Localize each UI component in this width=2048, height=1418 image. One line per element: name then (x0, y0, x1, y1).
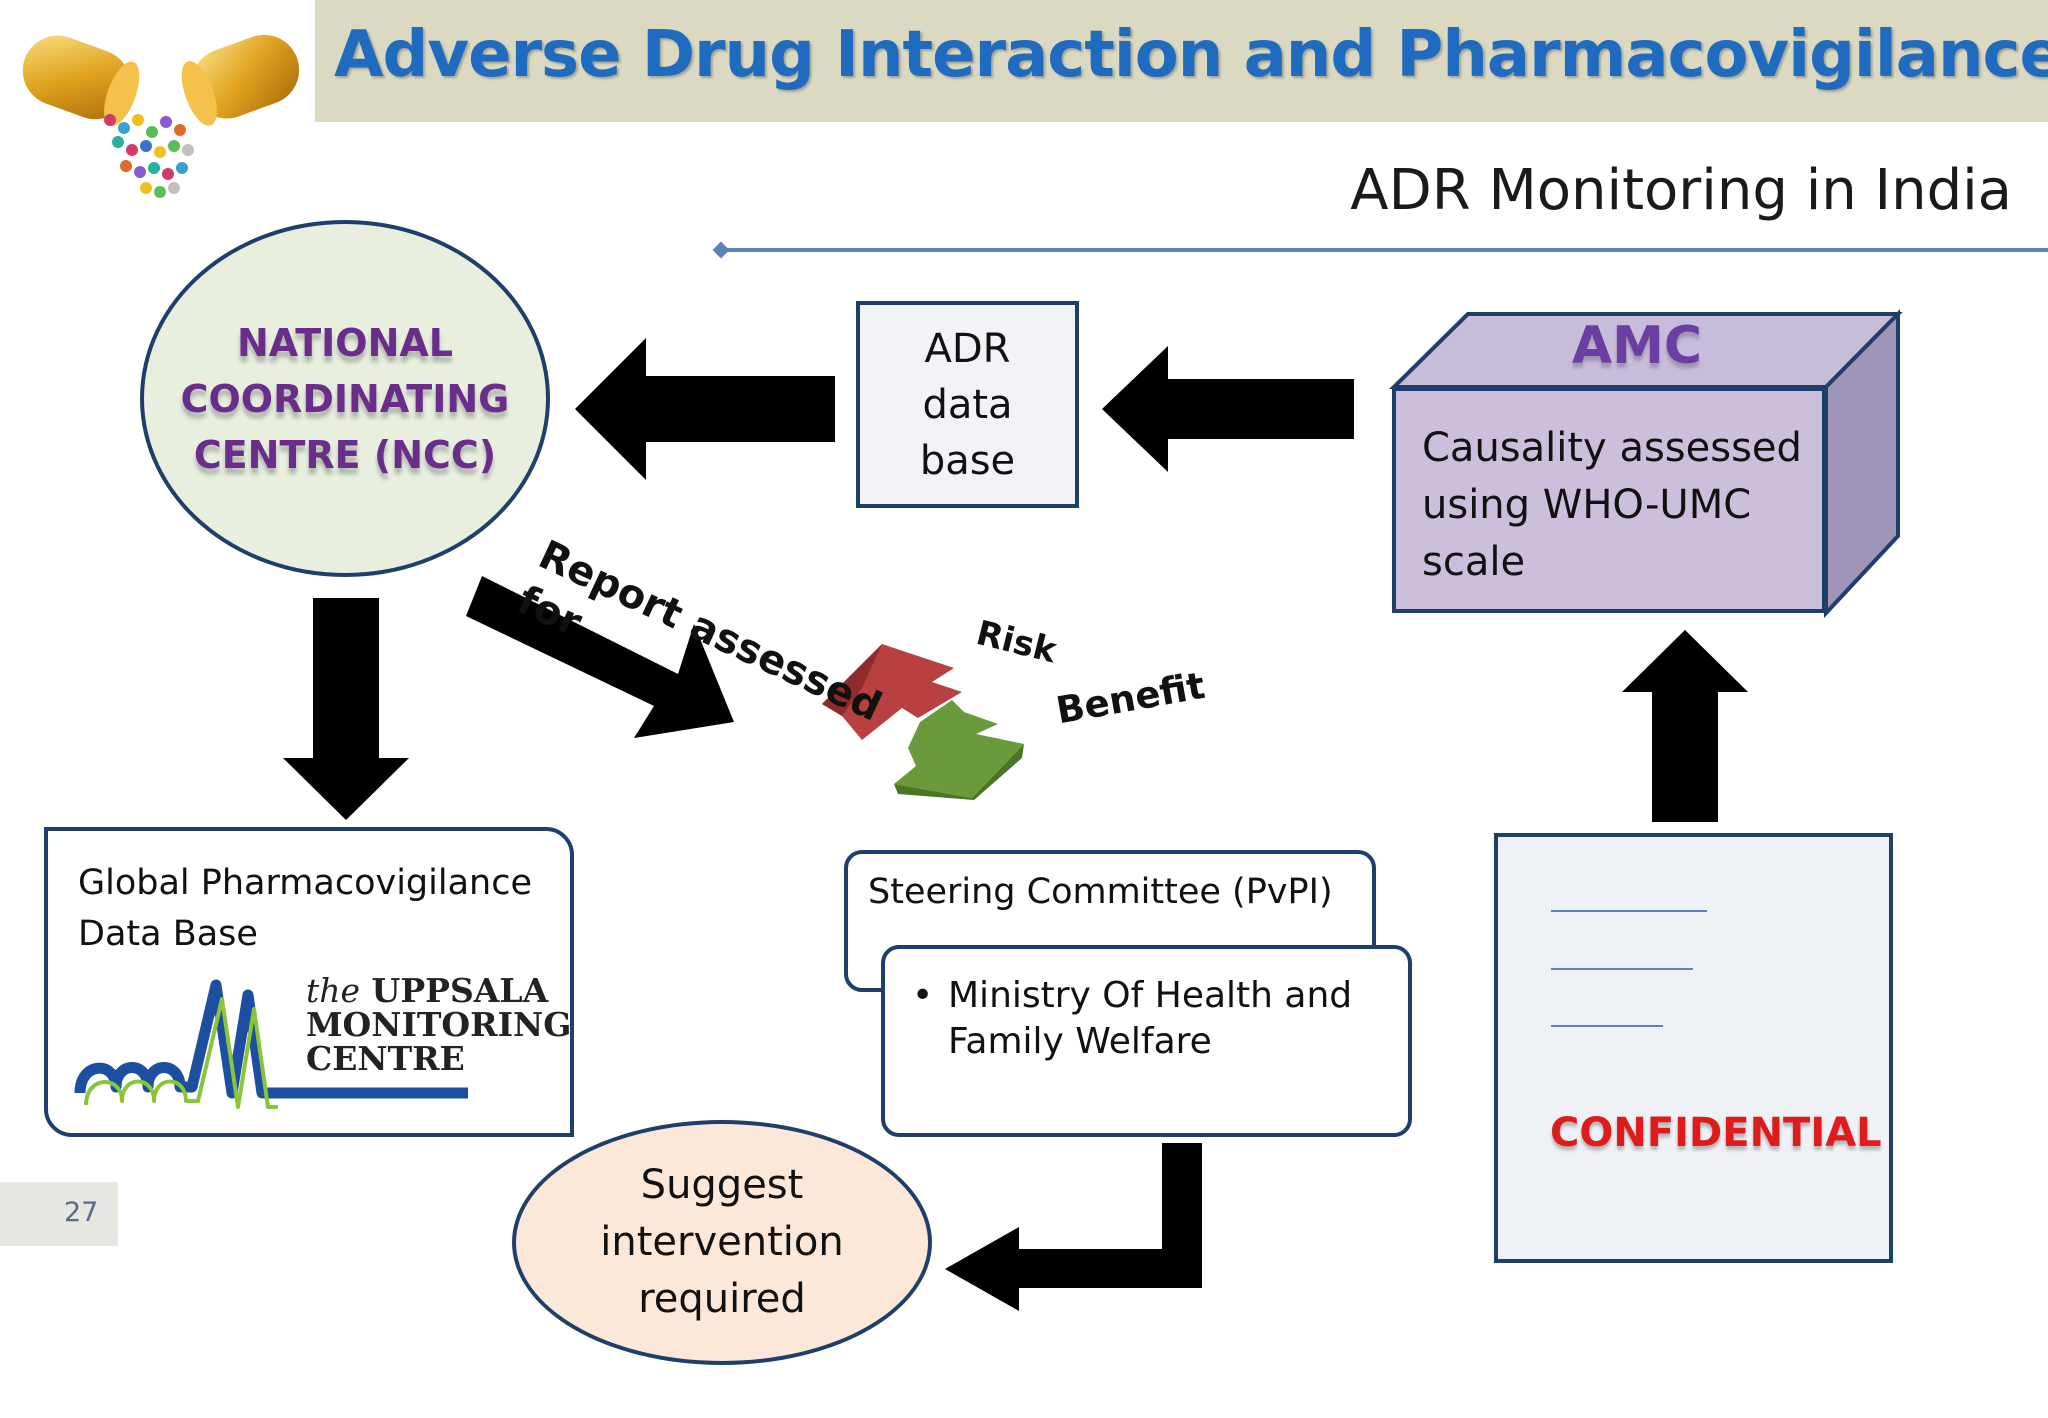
arrow-ministry-to-suggest (945, 1143, 1202, 1311)
global-database-node (44, 827, 574, 1137)
suggest-intervention-label: Suggest intervention required (600, 1162, 844, 1322)
confidential-document (1494, 833, 1893, 1263)
arrow-ncc-to-global (283, 598, 409, 820)
slide-subtitle: ADR Monitoring in India (1350, 158, 2012, 223)
document-line (1551, 968, 1693, 970)
amc-box-3d (1389, 309, 1903, 619)
ministry-node (881, 945, 1412, 1137)
amc-description: Causality assessed using WHO-UMC scale (1422, 425, 1802, 585)
uppsala-logo-icon (74, 979, 468, 1109)
suggest-intervention-node: Suggest intervention required (512, 1120, 932, 1365)
divider-dot (712, 241, 730, 259)
uppsala-logo-text: the UPPSALA MONITORING CENTRE (306, 974, 571, 1076)
arrow-doc-to-amc (1622, 630, 1748, 822)
subtitle-divider (720, 248, 2048, 252)
risk-label: Risk (972, 613, 1061, 672)
benefit-down-arrow-icon (894, 700, 1024, 800)
ncc-node: NATIONAL COORDINATING CENTRE (NCC) (140, 220, 550, 577)
amc-front-face (1392, 387, 1826, 613)
slide-title: Adverse Drug Interaction and Pharmacovig… (334, 18, 2048, 92)
adr-database-label: ADR data base (919, 325, 1016, 484)
confidential-label: CONFIDENTIAL (1550, 1110, 1882, 1156)
page-number: 27 (64, 1197, 99, 1228)
uppsala-line1: UPPSALA (371, 971, 549, 1010)
steering-committee-label: Steering Committee (PvPI) (868, 872, 1333, 912)
arrow-amc-to-adr (1102, 346, 1354, 472)
uppsala-the: the (306, 971, 361, 1010)
risk-up-arrow-icon (822, 644, 962, 740)
adr-database-node: ADR data base (856, 301, 1079, 508)
document-line (1551, 1025, 1663, 1027)
uppsala-line2: MONITORING (306, 1005, 572, 1044)
bullet-icon: • (912, 975, 934, 1016)
page-number-badge (0, 1182, 118, 1246)
amc-title: AMC (1571, 316, 1703, 376)
header-band (315, 0, 2048, 122)
arrow-report-to-riskbenefit (466, 576, 734, 738)
ncc-label: NATIONAL COORDINATING CENTRE (NCC) (180, 320, 510, 477)
pills-icon (22, 34, 300, 198)
arrow-adr-to-ncc (575, 338, 835, 480)
global-database-label: Global Pharmacovigilance Data Base (78, 863, 532, 954)
document-line (1551, 910, 1707, 912)
uppsala-line3: CENTRE (306, 1039, 465, 1078)
benefit-label: Benefit (1053, 663, 1209, 733)
ministry-label: Ministry Of Health and Family Welfare (948, 975, 1353, 1062)
